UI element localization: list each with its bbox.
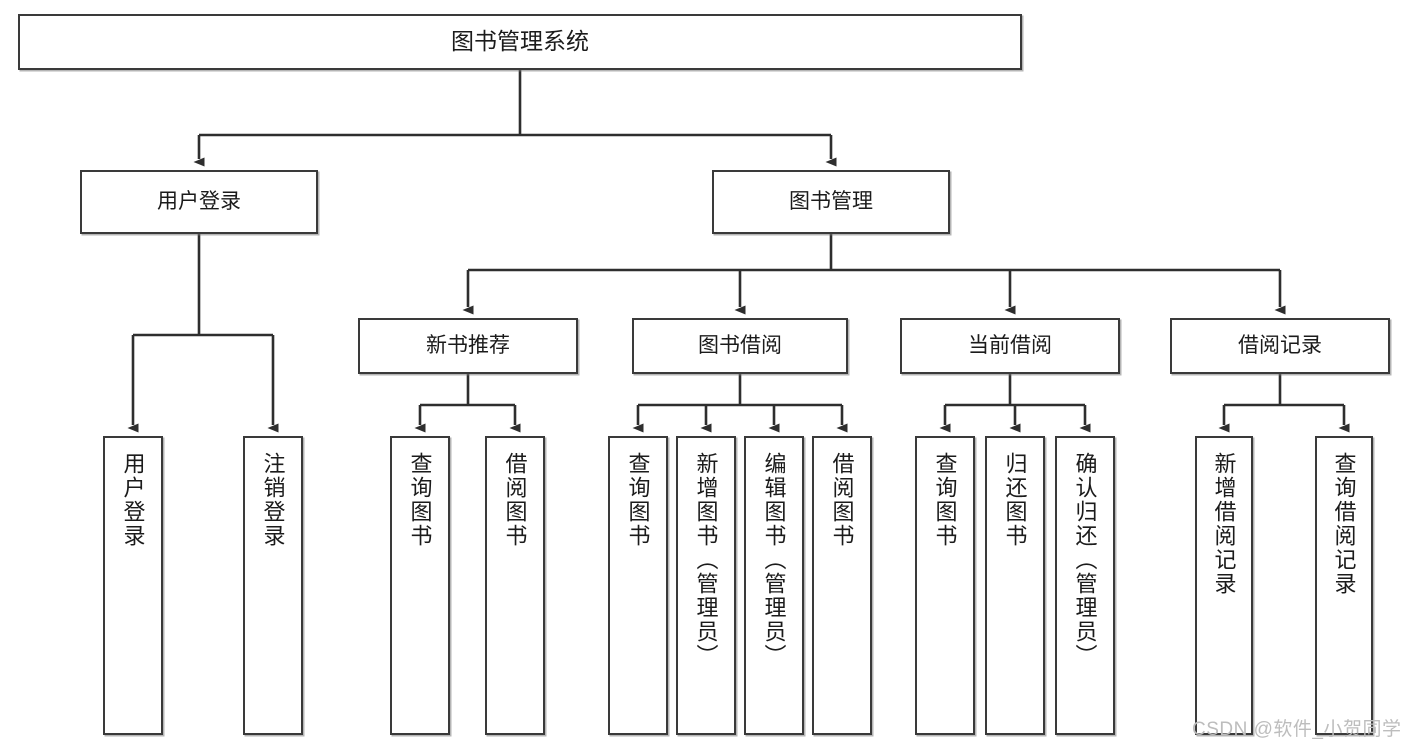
vert-node-新增图书-管理员-5[interactable]: 新增图书（管理员） (676, 436, 736, 735)
l1 horiz-node-用户登录-0[interactable]: 用户登录 (80, 170, 318, 234)
node-label: 查询图书 (625, 452, 651, 548)
vert-node-编辑图书-管理员-6[interactable]: 编辑图书（管理员） (744, 436, 804, 735)
vert-node-查询图书-4[interactable]: 查询图书 (608, 436, 668, 735)
node-label: 图书管理 (789, 189, 873, 213)
node-label: 图书管理系统 (451, 28, 589, 55)
vert-node-新增借阅记录-11[interactable]: 新增借阅记录 (1195, 436, 1253, 735)
vert-node-确认归还-管理员-10[interactable]: 确认归还（管理员） (1055, 436, 1115, 735)
l1 horiz-node-图书管理-1[interactable]: 图书管理 (712, 170, 950, 234)
node-label: 图书借阅 (698, 333, 782, 357)
node-label: 新增借阅记录 (1211, 452, 1237, 596)
vert-node-查询图书-8[interactable]: 查询图书 (915, 436, 975, 735)
vert-node-查询图书-2[interactable]: 查询图书 (390, 436, 450, 735)
node-label: 查询图书 (407, 452, 433, 548)
csdn-watermark: CSDN @软件_小贺同学 (1192, 719, 1402, 740)
node-label: 查询借阅记录 (1331, 452, 1357, 596)
node-label: 新增图书（管理员） (693, 452, 719, 668)
l2 horiz-node-借阅记录-3[interactable]: 借阅记录 (1170, 318, 1390, 374)
vert-node-借阅图书-3[interactable]: 借阅图书 (485, 436, 545, 735)
vert-node-用户登录-0[interactable]: 用户登录 (103, 436, 163, 735)
vert-node-查询借阅记录-12[interactable]: 查询借阅记录 (1315, 436, 1373, 735)
l2 horiz-node-图书借阅-1[interactable]: 图书借阅 (632, 318, 848, 374)
node-label: 当前借阅 (968, 333, 1052, 357)
vert-node-借阅图书-7[interactable]: 借阅图书 (812, 436, 872, 735)
l2 horiz-node-新书推荐-0[interactable]: 新书推荐 (358, 318, 578, 374)
node-label: 借阅图书 (502, 452, 528, 548)
vert-node-注销登录-1[interactable]: 注销登录 (243, 436, 303, 735)
vert-node-归还图书-9[interactable]: 归还图书 (985, 436, 1045, 735)
node-label: 注销登录 (260, 452, 286, 548)
node-label: 新书推荐 (426, 333, 510, 357)
node-label: 借阅图书 (829, 452, 855, 548)
root horiz-node-图书管理系统-0[interactable]: 图书管理系统 (18, 14, 1022, 70)
node-label: 用户登录 (157, 189, 241, 213)
node-label: 查询图书 (932, 452, 958, 548)
node-label: 编辑图书（管理员） (761, 452, 787, 668)
node-label: 借阅记录 (1238, 333, 1322, 357)
node-label: 归还图书 (1002, 452, 1028, 548)
node-label: 用户登录 (120, 452, 146, 548)
l2 horiz-node-当前借阅-2[interactable]: 当前借阅 (900, 318, 1120, 374)
node-label: 确认归还（管理员） (1072, 452, 1098, 668)
